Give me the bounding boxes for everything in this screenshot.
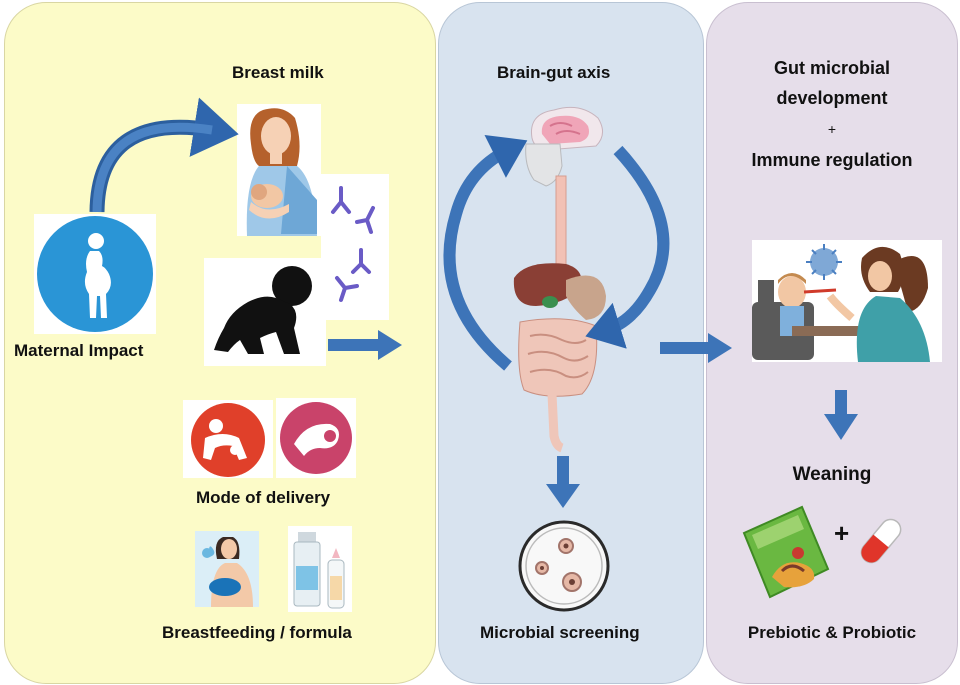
breast-milk-label: Breast milk — [232, 63, 324, 82]
breastfeeding-mother-icon — [237, 104, 321, 236]
plus-sign-title: + — [827, 121, 837, 137]
crawling-baby-icon — [204, 258, 326, 366]
antibody-icon — [321, 174, 389, 320]
microbial-screening-label: Microbial screening — [480, 623, 640, 642]
curved-arrow-maternal-to-breastmilk — [89, 97, 239, 213]
curved-arrow-brain-to-gut — [585, 145, 670, 349]
c-section-icon — [183, 400, 273, 478]
gut-development-title-line2: development — [776, 88, 888, 108]
arrow-down-to-screening — [546, 456, 580, 508]
brain-gut-axis-title: Brain-gut axis — [497, 63, 611, 82]
petri-dish-icon — [514, 516, 614, 616]
prebiotic-packet-icon — [742, 505, 830, 599]
probiotic-capsule-icon — [858, 512, 904, 570]
immune-regulation-label: Immune regulation — [751, 150, 913, 170]
pregnant-woman-icon — [34, 214, 156, 334]
feeding-label: Breastfeeding / formula — [162, 623, 352, 642]
prebiotic-probiotic-label: Prebiotic & Probiotic — [747, 623, 917, 642]
curved-arrow-gut-to-brain — [443, 134, 528, 371]
feeding-child-icon — [752, 240, 942, 362]
mode-of-delivery-label: Mode of delivery — [196, 488, 331, 507]
digestive-system-icon — [506, 136, 616, 454]
formula-bottle-icon — [288, 526, 352, 612]
breastfeeding-icon — [195, 531, 259, 607]
brain-icon — [526, 104, 606, 160]
arrow-down-to-weaning — [824, 390, 858, 440]
maternal-impact-label: Maternal Impact — [14, 341, 144, 360]
weaning-label: Weaning — [792, 464, 872, 485]
gut-development-title-line1: Gut microbial — [773, 58, 890, 78]
arrow-right-to-development — [660, 333, 732, 363]
arrow-right-to-gut — [328, 330, 402, 360]
vaginal-birth-icon — [276, 398, 356, 478]
plus-sign-supplements: + — [834, 518, 850, 548]
